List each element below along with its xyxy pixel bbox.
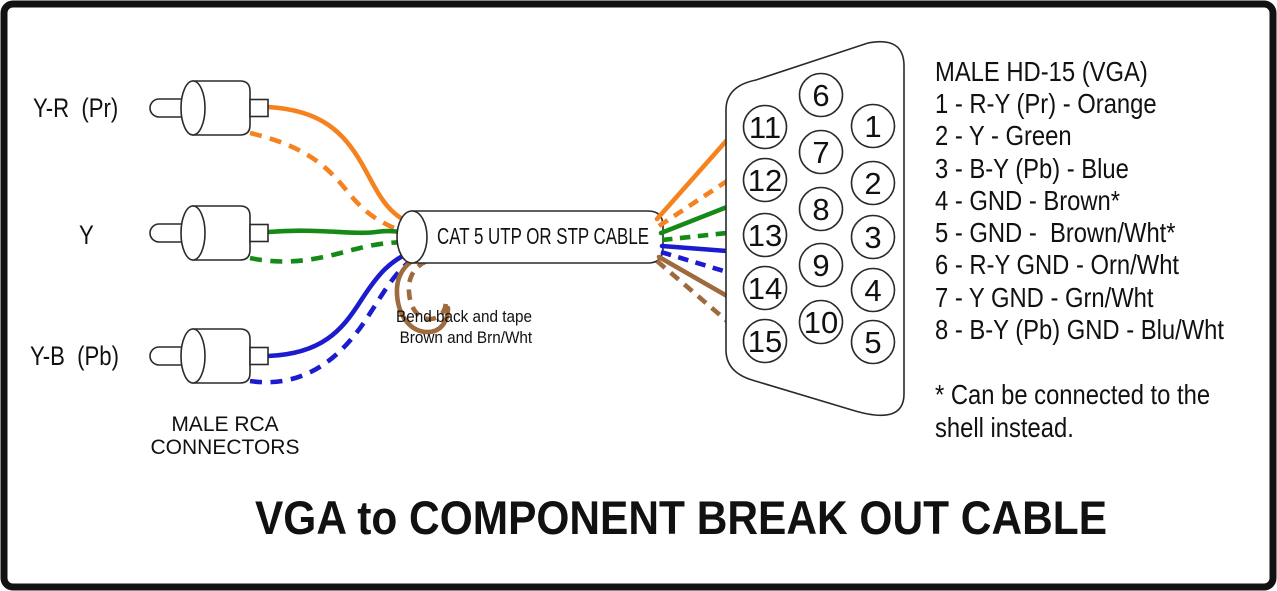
rca-caption-line-1: MALE RCA [171,413,278,436]
page-title: VGA to COMPONENT BREAK OUT CABLE [255,491,1107,544]
bend-note: Bend back and tape Brown and Brn/Wht [396,307,533,347]
wire-brown-dashed-right [655,259,729,323]
svg-text:10: 10 [804,305,838,340]
rca-body-cap [180,328,206,384]
vga-pin-4: 4 [850,267,896,313]
label-y: Y [79,221,94,251]
vga-pin-13: 13 [742,212,788,258]
svg-text:5: 5 [864,325,881,360]
wire-orange-dashed-right [657,179,729,228]
legend-line-1: 1 - R-Y (Pr) - Orange [935,87,1157,119]
vga-pin-11: 11 [742,104,788,150]
legend-line-7: 7 - Y GND - Grn/Wht [935,281,1154,313]
right-wires [654,137,730,323]
vga-pin-7: 7 [798,129,844,175]
legend-line-8: 8 - B-Y (Pb) GND - Blu/Wht [935,313,1225,345]
svg-text:11: 11 [749,110,781,145]
vga-pin-10: 10 [798,299,844,345]
rca-caption-line-2: CONNECTORS [151,436,300,459]
svg-text:8: 8 [812,192,829,227]
vga-pin-2: 2 [850,160,896,206]
vga-pin-8: 8 [798,186,844,232]
vga-pin-1: 1 [850,103,896,149]
cable-end-cap [396,210,428,264]
svg-text:13: 13 [748,218,782,253]
rca-connector-pb [149,328,269,384]
legend-footnote-line-1: * Can be connected to the [935,378,1210,410]
vga-pin-3: 3 [850,214,896,260]
wire-orange-solid-left [265,104,423,231]
svg-text:3: 3 [864,220,881,255]
wire-orange-solid-right [654,137,730,222]
wire-orange-dashed-left [249,130,419,240]
cat5-cable: CAT 5 UTP OR STP CABLE [396,210,664,264]
rca-body [192,205,251,261]
wire-brown-bendback-solid [394,254,451,335]
vga-legend: MALE HD-15 (VGA) 1 - R-Y (Pr) - Orange 2… [935,55,1225,443]
wire-blue-solid-left [265,245,423,359]
legend-line-3: 3 - B-Y (Pb) - Blue [935,152,1129,184]
vga-connector: 11 12 13 14 15 6 7 8 9 10 1 2 3 4 5 [725,41,905,417]
rca-body-cap [180,205,206,261]
svg-text:7: 7 [812,135,829,170]
rca-connector-y [149,205,269,261]
wire-blue-solid-right [659,243,730,254]
svg-text:15: 15 [748,324,782,359]
svg-text:12: 12 [748,163,782,198]
svg-text:2: 2 [864,166,881,201]
legend-line-5: 5 - GND - Brown/Wht* [935,216,1176,248]
svg-text:1: 1 [864,109,881,144]
rca-connector-pr [149,80,269,136]
svg-text:4: 4 [864,273,881,308]
rca-body [192,80,251,136]
rca-body [192,328,251,384]
wire-blue-dashed-left [249,252,422,385]
legend-line-6: 6 - R-Y GND - Orn/Wht [935,248,1180,280]
wire-brown-solid-right [656,254,730,299]
wire-brown-bendback-dashed [406,258,449,322]
wire-green-dashed-right [661,230,728,243]
svg-text:9: 9 [812,248,829,283]
bend-note-line-1: Bend back and tape [396,307,532,326]
wire-green-solid-right [658,204,730,236]
vga-pin-14: 14 [742,265,788,311]
svg-text:6: 6 [812,78,829,113]
vga-pin-15: 15 [742,318,788,364]
rca-body-cap [180,80,206,136]
rca-stub [249,346,269,366]
vga-pin-12: 12 [742,157,788,203]
label-yr-pr: Y-R (Pr) [33,94,118,124]
cable-label: CAT 5 UTP OR STP CABLE [437,223,649,249]
label-yb-pb: Y-B (Pb) [30,342,119,372]
vga-pin-9: 9 [798,242,844,288]
legend-footnote-line-2: shell instead. [935,411,1074,443]
bend-note-line-2: Brown and Brn/Wht [400,328,533,347]
vga-pin-5: 5 [850,319,896,365]
svg-text:14: 14 [748,271,782,306]
rca-stub [249,223,269,243]
rca-stub [249,98,269,118]
wire-blue-dashed-right [660,249,728,275]
vga-pin-6: 6 [798,72,844,118]
legend-line-4: 4 - GND - Brown* [935,184,1120,216]
legend-line-2: 2 - Y - Green [935,119,1072,151]
legend-heading: MALE HD-15 (VGA) [935,55,1148,87]
